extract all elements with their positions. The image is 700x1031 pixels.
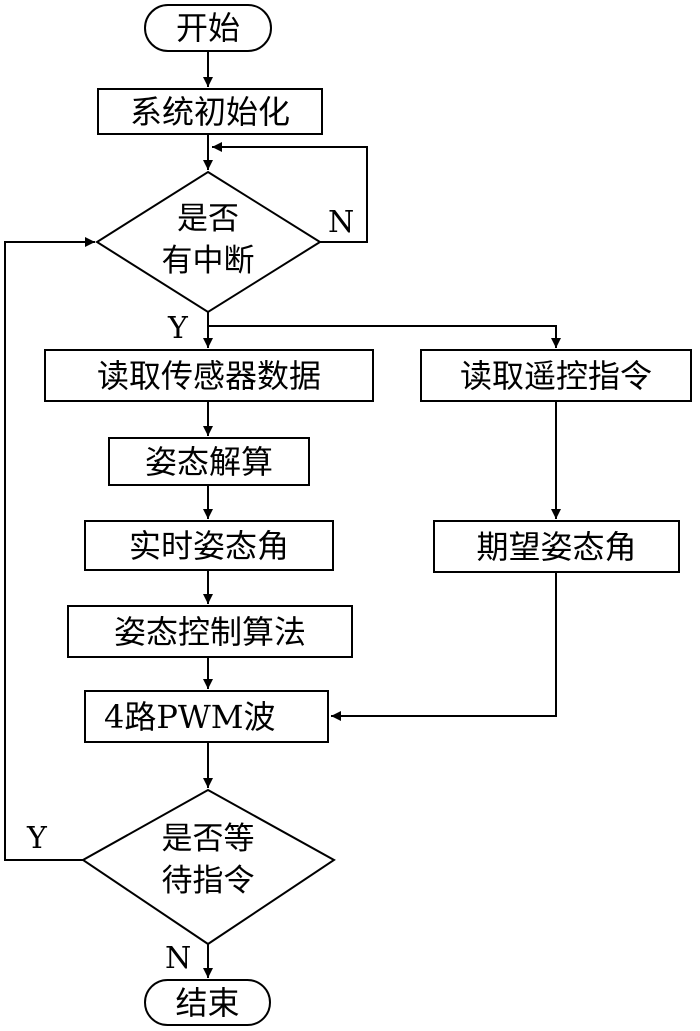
read-sensor-node: 读取传感器数据 (44, 349, 374, 402)
realtime-angle-node: 实时姿态角 (84, 520, 334, 571)
expected-angle-node: 期望姿态角 (433, 520, 680, 573)
start-node: 开始 (144, 4, 272, 52)
end-node: 结束 (144, 979, 271, 1026)
decision-wait-line-1: 是否等 (161, 821, 255, 857)
pwm-node: 4路PWM波 (84, 690, 329, 743)
arrow-expected-pwm (331, 573, 557, 721)
wait-no-label: N (165, 941, 192, 976)
decision-wait-line-2: 待指令 (161, 863, 255, 899)
arrow-wait-yes-loop (4, 237, 95, 861)
init-node: 系统初始化 (97, 88, 323, 135)
decision-interrupt-text: 是否 有中断 (118, 198, 298, 282)
arrow-decision-remote (208, 325, 561, 348)
control-algorithm-node: 姿态控制算法 (67, 605, 353, 658)
wait-yes-label: Y (27, 821, 47, 856)
read-remote-node: 读取遥控指令 (420, 349, 692, 402)
interrupt-yes-label: Y (168, 311, 188, 346)
arrow-interrupt-no-loop (212, 142, 368, 243)
decision-interrupt-line-1: 是否 (177, 201, 239, 237)
decision-wait-text: 是否等 待指令 (118, 818, 298, 902)
decision-interrupt-line-2: 有中断 (161, 243, 255, 279)
attitude-solve-node: 姿态解算 (108, 437, 310, 486)
interrupt-no-label: N (328, 205, 355, 240)
